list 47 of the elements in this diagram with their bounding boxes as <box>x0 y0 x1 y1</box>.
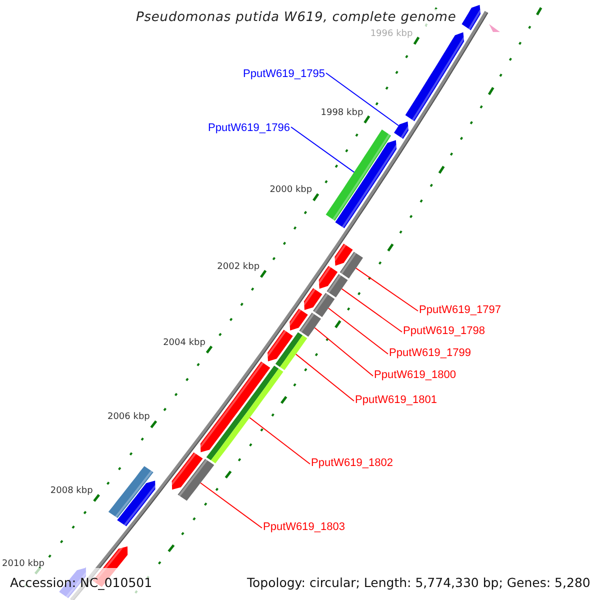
footer-text: Topology: circular; Length: 5,774,330 bp; Genes: 5,280 <box>247 575 590 590</box>
gene-feature <box>318 266 338 289</box>
gene-feature <box>117 480 156 526</box>
gene-feature <box>335 140 398 228</box>
leader-line <box>341 288 402 332</box>
gene-label: PputW619_1801 <box>355 394 437 407</box>
gene-feature <box>206 366 284 464</box>
gene-feature <box>170 452 203 490</box>
scale-label: 2000 kbp <box>270 185 312 196</box>
leader-line <box>326 72 400 126</box>
gene-feature <box>275 332 308 370</box>
scale-label: 2006 kbp <box>107 412 150 424</box>
gene-feature <box>326 130 391 221</box>
gene-feature <box>108 466 154 518</box>
gene-feature <box>340 252 363 278</box>
scale-label: 1998 kbp <box>320 108 364 119</box>
scale-label: 2002 kbp <box>217 262 260 274</box>
gene-feature <box>199 362 270 452</box>
scale-label: 2010 kbp <box>2 558 44 570</box>
leader-line <box>328 308 388 354</box>
scale-label: 2004 kbp <box>163 338 206 349</box>
gene-feature <box>462 4 482 30</box>
gene-feature <box>326 274 348 298</box>
gene-label: PputW619_1796 <box>208 122 290 135</box>
gene-label: PputW619_1797 <box>419 304 501 317</box>
leader-line <box>249 417 310 464</box>
leader-line <box>356 268 418 312</box>
gene-label: PputW619_1803 <box>263 521 345 534</box>
gene-label: PputW619_1800 <box>374 369 456 382</box>
footer-text: Accession: NC_010501 <box>10 575 152 590</box>
gene-feature <box>178 458 214 501</box>
gene-feature <box>394 122 410 139</box>
gene-label: PputW619_1798 <box>403 325 485 338</box>
gene-label: PputW619_1795 <box>243 68 325 81</box>
scale-label: 2008 kbp <box>50 486 93 498</box>
gene-feature <box>299 312 321 337</box>
scale-label: 1996 kbp <box>370 28 413 40</box>
leader-line <box>314 327 374 376</box>
gene-feature <box>288 308 308 330</box>
gene-feature <box>313 292 335 318</box>
gene-feature <box>334 244 353 266</box>
leader-line <box>200 482 262 528</box>
leader-line <box>290 126 355 173</box>
gene-label: PputW619_1802 <box>311 457 393 470</box>
gene-feature <box>266 330 293 362</box>
gene-feature <box>303 288 322 310</box>
gene-label: PputW619_1799 <box>389 347 471 360</box>
